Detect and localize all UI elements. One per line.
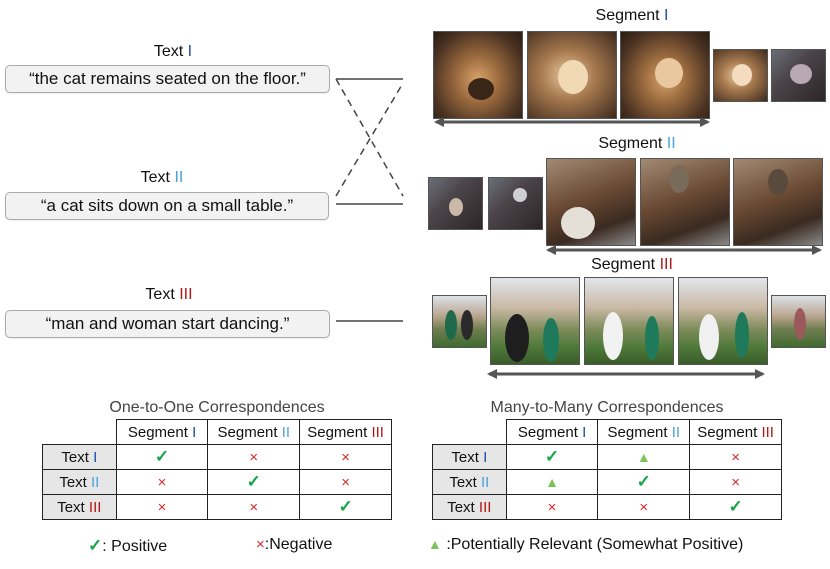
checkmark-icon: ✓ <box>728 497 743 516</box>
table-cell: × <box>689 469 782 495</box>
one-to-one-title: One-to-One Correspondences <box>109 399 325 416</box>
table-cell: × <box>115 469 209 495</box>
cross-icon: × <box>341 448 350 466</box>
video-frame <box>771 295 826 348</box>
video-frame <box>713 49 768 102</box>
table-cell: ✓ <box>115 444 209 470</box>
table-row: Text I ✓ ▲ × <box>432 444 782 470</box>
checkmark-icon: ✓ <box>636 472 651 491</box>
row-header-text-2: Text II <box>42 469 117 495</box>
col-header-segment-2: Segment II <box>597 419 691 445</box>
row-header-text-3: Text III <box>432 494 507 520</box>
cross-icon: × <box>157 473 167 491</box>
table-cell: × <box>597 494 691 520</box>
table-row: Text I ✓ × × <box>42 444 392 470</box>
cross-icon: × <box>639 498 649 516</box>
table-row: Text III × × ✓ <box>432 494 782 520</box>
col-header-segment-1: Segment I <box>115 419 209 445</box>
dashed-link-text1-segment2 <box>335 78 404 197</box>
table-corner <box>42 419 117 445</box>
video-frame <box>433 31 523 119</box>
segment-2-heading: Segment II <box>598 135 676 152</box>
cross-icon: × <box>341 473 350 491</box>
legend-relevant: ▲ :Potentially Relevant (Somewhat Positi… <box>428 536 744 553</box>
text-1-heading: Text I <box>153 43 193 60</box>
table-cell: ▲ <box>597 444 691 470</box>
text-3-heading: Text III <box>145 286 193 303</box>
many-to-many-title: Many-to-Many Correspondences <box>490 399 724 416</box>
table-cell: × <box>299 444 392 470</box>
table-row: Text II × ✓ × <box>42 469 392 495</box>
text-1-caption-box: “the cat remains seated on the floor.” <box>5 65 330 93</box>
col-header-segment-3: Segment III <box>689 419 782 445</box>
row-header-text-1: Text I <box>42 444 117 470</box>
table-cell: × <box>689 444 782 470</box>
col-header-segment-2: Segment II <box>207 419 301 445</box>
checkmark-icon: ✓ <box>154 447 170 466</box>
row-header-text-3: Text III <box>42 494 117 520</box>
video-frame <box>620 31 710 119</box>
table-cell: ✓ <box>597 469 691 495</box>
cross-icon: × <box>731 473 740 491</box>
many-to-many-table: Segment I Segment II Segment III Text I … <box>432 419 782 520</box>
table-header-row: Segment I Segment II Segment III <box>42 419 392 445</box>
checkmark-icon: ✓ <box>88 536 103 555</box>
video-frame <box>488 177 543 230</box>
video-frame <box>771 49 826 102</box>
table-cell: × <box>207 494 301 520</box>
triangle-icon: ▲ <box>545 473 559 490</box>
cross-icon: × <box>547 498 557 516</box>
segment-1-heading: Segment I <box>595 7 669 24</box>
table-cell: ✓ <box>299 494 392 520</box>
table-corner <box>432 419 507 445</box>
table-cell: ✓ <box>689 494 782 520</box>
row-header-text-2: Text II <box>432 469 507 495</box>
col-header-segment-1: Segment I <box>505 419 599 445</box>
cross-icon: × <box>256 536 265 553</box>
table-cell: × <box>505 494 599 520</box>
text-3-caption-box: “man and woman start dancing.” <box>5 310 330 338</box>
segment-3-heading: Segment III <box>591 256 673 273</box>
triangle-icon: ▲ <box>428 536 442 552</box>
dashed-link-text2-segment1 <box>335 82 404 197</box>
one-to-one-table: Segment I Segment II Segment III Text I … <box>42 419 392 520</box>
text-2-heading: Text II <box>140 169 184 186</box>
table-cell: ✓ <box>207 469 301 495</box>
video-frame <box>546 158 636 246</box>
video-frame <box>584 277 674 365</box>
cross-icon: × <box>731 448 740 466</box>
text-2-caption-box: “a cat sits down on a small table.” <box>5 192 329 220</box>
legend-positive: ✓: Positive <box>88 536 168 555</box>
cross-icon: × <box>157 498 167 516</box>
table-cell: ✓ <box>505 444 599 470</box>
checkmark-icon: ✓ <box>338 497 353 516</box>
table-cell: × <box>207 444 301 470</box>
row-header-text-1: Text I <box>432 444 507 470</box>
legend-negative: ×:Negative <box>256 536 333 553</box>
video-frame <box>678 277 768 365</box>
table-cell: ▲ <box>505 469 599 495</box>
checkmark-icon: ✓ <box>544 447 560 466</box>
cross-icon: × <box>249 498 259 516</box>
col-header-segment-3: Segment III <box>299 419 392 445</box>
video-frame <box>527 31 617 119</box>
cross-icon: × <box>249 448 259 466</box>
table-cell: × <box>299 469 392 495</box>
table-cell: × <box>115 494 209 520</box>
video-frame <box>640 158 730 246</box>
triangle-icon: ▲ <box>636 448 651 465</box>
table-row: Text II ▲ ✓ × <box>432 469 782 495</box>
checkmark-icon: ✓ <box>246 472 261 491</box>
video-frame <box>733 158 823 246</box>
video-frame <box>432 295 487 348</box>
table-header-row: Segment I Segment II Segment III <box>432 419 782 445</box>
table-row: Text III × × ✓ <box>42 494 392 520</box>
video-frame <box>428 177 483 230</box>
video-frame <box>490 277 580 365</box>
